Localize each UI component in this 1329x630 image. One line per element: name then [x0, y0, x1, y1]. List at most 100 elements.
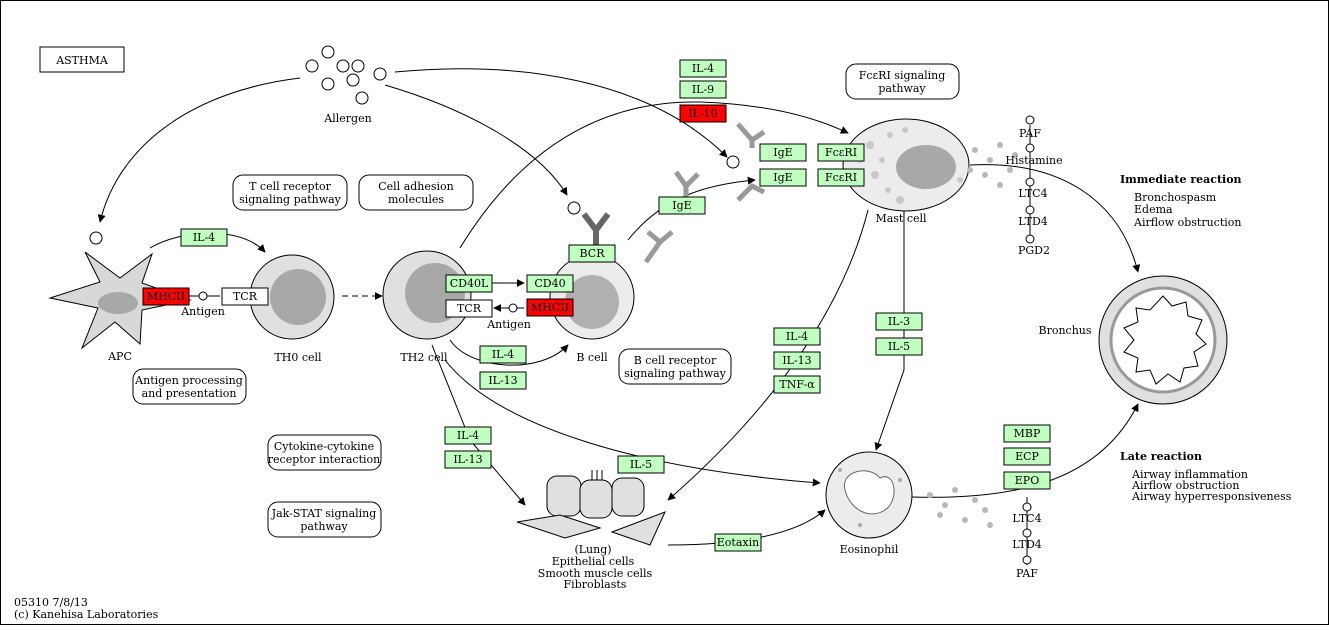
allergen-compound-b[interactable]	[567, 201, 581, 215]
gene-il9-top[interactable]: IL-9	[679, 80, 727, 99]
immediate-reaction: Immediate reaction Bronchospasm Edema Ai…	[1120, 173, 1242, 229]
pathway-bcr-signaling[interactable]: B cell receptor signaling pathway	[618, 348, 732, 385]
svg-text:MBP: MBP	[1014, 427, 1041, 440]
pathway-cytokine-receptor[interactable]: Cytokine-cytokine receptor interaction	[267, 434, 382, 471]
gene-il4-lung[interactable]: IL-4	[444, 426, 492, 445]
svg-text:CD40: CD40	[534, 277, 565, 290]
svg-text:T cell receptor: T cell receptor	[249, 180, 332, 193]
svg-text:IL-4: IL-4	[457, 429, 479, 442]
svg-text:IL-5: IL-5	[630, 458, 652, 471]
histamine-compound[interactable]	[1025, 143, 1035, 153]
ltc4-bot-compound[interactable]	[1022, 502, 1032, 512]
svg-text:IL-3: IL-3	[888, 315, 910, 328]
ltd4-bot-label: LTD4	[1012, 538, 1042, 551]
svg-text:IL-10: IL-10	[688, 107, 717, 120]
svg-text:pathway: pathway	[878, 82, 926, 95]
gene-tcr-th0[interactable]: TCR	[221, 287, 269, 306]
mast-ige-receptor-icon	[736, 122, 766, 202]
gene-il13-mast[interactable]: IL-13	[773, 351, 821, 370]
pathway-tcr-signaling[interactable]: T cell receptor signaling pathway	[232, 174, 348, 211]
gene-ige-mast-2[interactable]: IgE	[759, 168, 807, 187]
pathway-cell-adhesion[interactable]: Cell adhesion molecules	[358, 174, 474, 211]
footer-id: 05310 7/8/13	[14, 596, 88, 609]
svg-text:signaling pathway: signaling pathway	[624, 367, 727, 380]
svg-text:pathway: pathway	[300, 520, 348, 533]
allergen-particles	[305, 45, 387, 105]
svg-text:IL-4: IL-4	[786, 330, 808, 343]
eosinophil-label: Eosinophil	[840, 543, 899, 556]
pathway-antigen-processing[interactable]: Antigen processing and presentation	[132, 368, 247, 405]
gene-il4-apc[interactable]: IL-4	[180, 228, 228, 247]
gene-mhcii-b[interactable]: MHCII	[526, 298, 574, 317]
gene-il5-mast[interactable]: IL-5	[875, 337, 923, 356]
apc-cell[interactable]	[48, 251, 192, 350]
gene-il13-th2b[interactable]: IL-13	[479, 371, 527, 390]
th2-cell[interactable]	[382, 250, 472, 340]
th0-label: TH0 cell	[274, 351, 322, 364]
pgd2-compound[interactable]	[1025, 234, 1035, 244]
paf-bot-compound[interactable]	[1022, 555, 1032, 565]
pathway-jak-stat[interactable]: Jak-STAT signaling pathway	[267, 501, 382, 538]
svg-text:EPO: EPO	[1015, 474, 1039, 487]
svg-text:Cell adhesion: Cell adhesion	[378, 180, 454, 193]
svg-text:B cell receptor: B cell receptor	[634, 354, 717, 367]
ltc4-top-label: LTC4	[1018, 187, 1047, 200]
lung-label-4: Fibroblasts	[564, 578, 627, 591]
svg-text:IL-4: IL-4	[692, 62, 714, 75]
gene-fceri-1[interactable]: FcεRI	[817, 143, 865, 162]
antigen-apc-compound[interactable]	[198, 291, 208, 301]
gene-epo[interactable]: EPO	[1003, 471, 1051, 490]
gene-mhcii-apc[interactable]: MHCII	[142, 287, 190, 306]
paf-top-label: PAF	[1019, 127, 1041, 140]
ltd4-top-compound[interactable]	[1025, 205, 1035, 215]
mast-cell[interactable]	[842, 118, 970, 212]
svg-text:receptor interaction: receptor interaction	[268, 453, 380, 466]
antigen-b-compound[interactable]	[508, 303, 518, 313]
gene-cd40[interactable]: CD40	[526, 274, 574, 293]
ltc4-top-compound[interactable]	[1025, 177, 1035, 187]
lung-label-2: Epithelial cells	[552, 555, 635, 568]
gene-tnfa-mast[interactable]: TNF-α	[773, 375, 821, 394]
allergen-compound-mast[interactable]	[726, 155, 740, 169]
svg-text:MHCII: MHCII	[147, 290, 185, 303]
gene-il4-th2b[interactable]: IL-4	[479, 345, 527, 364]
gene-ige-mid[interactable]: IgE	[658, 196, 706, 215]
gene-tcr-th2[interactable]: TCR	[445, 299, 493, 318]
pgd2-label: PGD2	[1018, 244, 1050, 257]
gene-ige-mast-1[interactable]: IgE	[759, 143, 807, 162]
immediate-reaction-item: Edema	[1134, 203, 1173, 216]
immediate-reaction-title: Immediate reaction	[1120, 173, 1242, 186]
mast-cell-label: Mast cell	[875, 212, 927, 225]
allergen-compound-apc[interactable]	[89, 231, 103, 245]
gene-il3[interactable]: IL-3	[875, 312, 923, 331]
gene-il4-mast[interactable]: IL-4	[773, 327, 821, 346]
paf-top-compound[interactable]	[1025, 115, 1035, 125]
svg-text:FcεRI signaling: FcεRI signaling	[859, 69, 946, 82]
ltd4-bot-compound[interactable]	[1022, 528, 1032, 538]
b-cell[interactable]	[549, 254, 635, 340]
svg-text:IgE: IgE	[773, 146, 792, 159]
svg-text:IgE: IgE	[672, 199, 691, 212]
gene-bcr[interactable]: BCR	[568, 244, 616, 263]
late-reaction-item: Airway hyperresponsiveness	[1131, 490, 1292, 503]
gene-il4-top[interactable]: IL-4	[679, 59, 727, 78]
pathway-fceri-signaling[interactable]: FcεRI signaling pathway	[845, 63, 960, 100]
gene-eotaxin[interactable]: Eotaxin	[714, 533, 762, 552]
lung-label-1: (Lung)	[574, 543, 611, 556]
bronchus[interactable]	[1098, 275, 1228, 405]
ige-antibody-icon	[643, 170, 700, 264]
gene-ecp[interactable]: ECP	[1003, 447, 1051, 466]
th0-cell[interactable]	[249, 254, 335, 340]
gene-il5-lung[interactable]: IL-5	[617, 455, 665, 474]
antigen-apc-label: Antigen	[180, 305, 225, 318]
gene-cd40l[interactable]: CD40L	[445, 274, 493, 293]
svg-text:MHCII: MHCII	[531, 301, 569, 314]
gene-mbp[interactable]: MBP	[1003, 424, 1051, 443]
lung-cells[interactable]	[516, 470, 666, 546]
svg-text:Antigen processing: Antigen processing	[134, 374, 243, 387]
gene-il13-lung[interactable]: IL-13	[444, 450, 492, 469]
svg-text:ASTHMA: ASTHMA	[55, 54, 109, 67]
eosinophil-cell[interactable]	[825, 451, 913, 539]
gene-fceri-2[interactable]: FcεRI	[817, 168, 865, 187]
gene-il10-top[interactable]: IL-10	[679, 104, 727, 123]
